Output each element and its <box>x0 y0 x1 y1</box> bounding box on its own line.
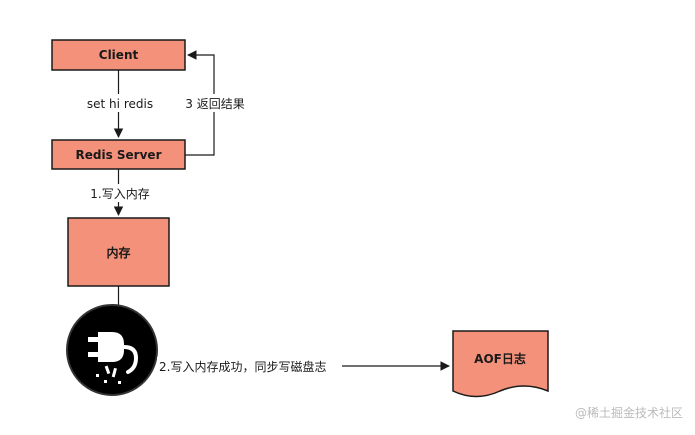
client-node: Client <box>51 39 186 71</box>
watermark: @稀土掘金技术社区 <box>575 405 683 420</box>
memory-label: 内存 <box>106 245 130 260</box>
memory-node: 内存 <box>67 217 170 287</box>
aof-log-node: AOF日志 <box>452 330 549 398</box>
power-plug-icon <box>66 304 158 396</box>
response-label: 3 返回结果 <box>185 97 244 111</box>
write-memory-label: 1.写入内存 <box>90 187 149 201</box>
client-label: Client <box>99 48 139 62</box>
redis-server-node: Redis Server <box>51 139 186 170</box>
request-label: set hi redis <box>87 97 153 111</box>
redis-server-label: Redis Server <box>76 148 162 162</box>
aof-log-label: AOF日志 <box>474 351 526 366</box>
write-disk-label: 2.写入内存成功，同步写磁盘志 <box>159 359 326 374</box>
